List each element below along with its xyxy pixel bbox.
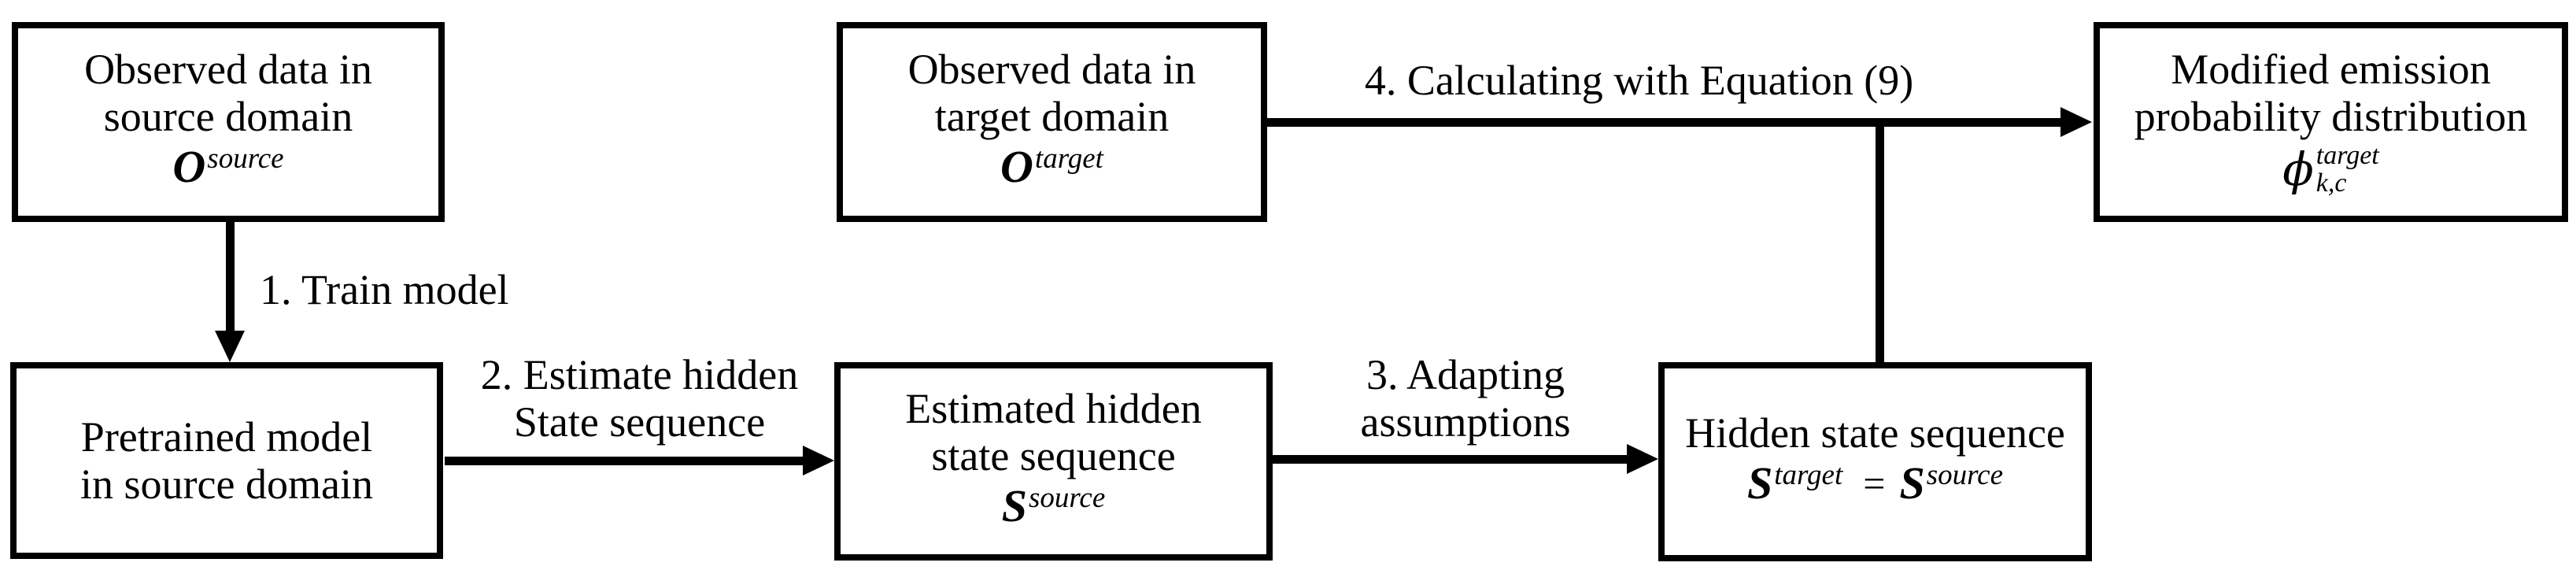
label-step3-adapting-assumptions: 3. Adapting assumptions <box>1273 351 1658 446</box>
math-superscript: source <box>207 142 284 175</box>
box-text-line: target domain <box>934 93 1170 140</box>
arrow-estimate-hidden-head <box>803 446 834 476</box>
math-symbol-S: S <box>1746 457 1773 509</box>
math-superscript: target <box>1034 142 1103 175</box>
box-text-line: source domain <box>103 93 353 140</box>
equals-sign: = <box>1863 461 1886 505</box>
label-step2-estimate-hidden: 2. Estimate hidden State sequence <box>445 351 834 446</box>
math-symbol-O: O <box>1000 141 1033 192</box>
label-step1-train-model: 1. Train model <box>260 266 509 313</box>
math-superscript: source <box>1028 482 1106 514</box>
box-text-line: Hidden state sequence <box>1685 409 2065 457</box>
box-modified-emission-distribution: Modified emission probability distributi… <box>2094 22 2568 222</box>
label-step4-calculating-equation: 4. Calculating with Equation (9) <box>1364 57 1914 104</box>
math-symbol-S: S <box>1899 457 1925 509</box>
math-symbol-O: O <box>172 141 206 192</box>
box-text-line: Observed data in <box>84 46 372 93</box>
math-symbol-S: S <box>1001 480 1027 531</box>
arrow-adapting-shaft <box>1273 455 1627 464</box>
label-line: assumptions <box>1360 398 1571 446</box>
box-text-line: Modified emission <box>2171 46 2491 93</box>
math-superscript: target <box>1774 458 1843 491</box>
arrow-calculating-head <box>2060 107 2092 137</box>
box-text-line: Pretrained model <box>80 413 373 461</box>
box-text-line: probability distribution <box>2134 93 2528 140</box>
math-symbol-phi: ϕ <box>2282 142 2314 196</box>
box-text-line: Estimated hidden <box>905 385 1202 432</box>
arrow-train-model-head <box>215 331 245 362</box>
math-subscript: k,c <box>2315 168 2347 198</box>
label-line: 3. Adapting <box>1366 351 1565 398</box>
arrow-estimate-hidden-shaft <box>445 457 804 465</box>
box-text-line: Observed data in <box>907 46 1196 93</box>
box-text-line: in source domain <box>80 461 373 508</box>
label-line: 2. Estimate hidden <box>480 351 799 398</box>
box-text-line: state sequence <box>931 432 1176 479</box>
box-pretrained-model: Pretrained model in source domain <box>10 362 443 559</box>
arrow-calculating-shaft <box>1267 118 2060 127</box>
math-superscript: source <box>1926 458 2004 491</box>
arrow-train-model-shaft <box>226 222 235 332</box>
connector-hidden-state-to-calculation <box>1876 118 1884 362</box>
arrow-adapting-head <box>1627 444 1658 474</box>
label-line: State sequence <box>513 398 766 446</box>
math-superscript: target <box>2315 141 2379 170</box>
